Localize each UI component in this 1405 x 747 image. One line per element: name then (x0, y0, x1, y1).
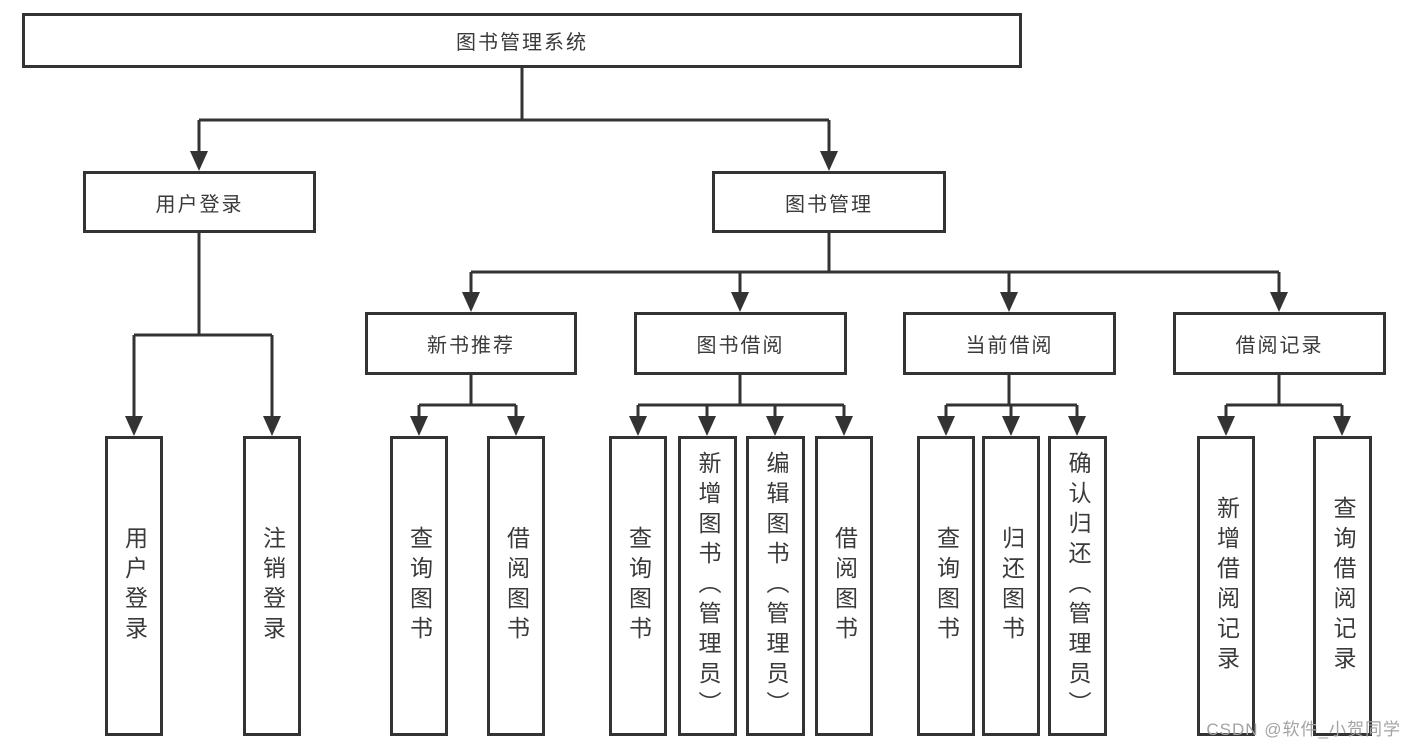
leaf-current-confirm-return-admin-label: 确认归还（管理员） (1065, 451, 1091, 721)
leaf-records-add-label: 新增借阅记录 (1213, 496, 1240, 676)
leaf-current-query-books: 查询图书 (917, 436, 975, 736)
leaf-current-query-books-label: 查询图书 (933, 526, 960, 646)
csdn-watermark: CSDN @软件_小贺同学 (1206, 720, 1401, 739)
leaf-newbook-query-books-label: 查询图书 (406, 526, 433, 646)
leaf-newbook-borrow-books: 借阅图书 (487, 436, 545, 736)
leaf-newbook-query-books: 查询图书 (390, 436, 448, 736)
leaf-user-login-label: 用户登录 (121, 526, 148, 646)
node-borrow-records-label: 借阅记录 (1235, 335, 1324, 357)
node-borrow-records: 借阅记录 (1173, 312, 1386, 375)
leaf-borrow-add-books-admin: 新增图书（管理员） (678, 436, 737, 736)
connector-newbook-fork (417, 375, 518, 420)
connector-root-to-level2 (197, 68, 831, 156)
leaf-records-query: 查询借阅记录 (1313, 436, 1372, 736)
leaf-logout: 注销登录 (243, 436, 301, 736)
leaf-current-return-books-label: 归还图书 (998, 526, 1025, 646)
leaf-records-query-label: 查询借阅记录 (1330, 496, 1356, 676)
connector-records-fork (1224, 375, 1344, 420)
leaf-borrow-borrow-books: 借阅图书 (815, 436, 873, 736)
node-book-management-label: 图书管理 (785, 193, 873, 216)
node-root-label: 图书管理系统 (456, 32, 588, 54)
leaf-borrow-borrow-books-label: 借阅图书 (831, 526, 858, 646)
leaf-newbook-borrow-books-label: 借阅图书 (503, 526, 530, 646)
leaf-borrow-edit-books-admin: 编辑图书（管理员） (746, 436, 805, 736)
node-user-login: 用户登录 (83, 171, 316, 233)
leaf-user-login: 用户登录 (105, 436, 163, 736)
node-current-borrow: 当前借阅 (903, 312, 1116, 375)
arrowheads (125, 151, 1351, 436)
node-root: 图书管理系统 (22, 13, 1022, 68)
leaf-records-add: 新增借阅记录 (1197, 436, 1255, 736)
connector-bookmgmt-to-level3 (469, 233, 1281, 296)
node-book-borrow: 图书借阅 (634, 312, 847, 375)
node-new-book-recommend: 新书推荐 (365, 312, 577, 375)
leaf-borrow-edit-books-admin-label: 编辑图书（管理员） (763, 451, 789, 721)
leaf-borrow-query-books: 查询图书 (609, 436, 667, 736)
leaf-logout-label: 注销登录 (259, 526, 286, 646)
leaf-borrow-query-books-label: 查询图书 (625, 526, 652, 646)
connector-bookborrow-fork (636, 375, 846, 420)
node-new-book-recommend-label: 新书推荐 (427, 335, 515, 357)
node-user-login-label: 用户登录 (155, 193, 244, 216)
leaf-borrow-add-books-admin-label: 新增图书（管理员） (695, 451, 721, 721)
connector-userlogin-to-leaves (132, 233, 274, 420)
connector-currentborrow-fork (944, 375, 1079, 420)
leaf-current-confirm-return-admin: 确认归还（管理员） (1048, 436, 1107, 736)
node-book-management: 图书管理 (712, 171, 946, 233)
node-current-borrow-label: 当前借阅 (965, 335, 1054, 357)
leaf-current-return-books: 归还图书 (982, 436, 1040, 736)
node-book-borrow-label: 图书借阅 (696, 335, 785, 357)
